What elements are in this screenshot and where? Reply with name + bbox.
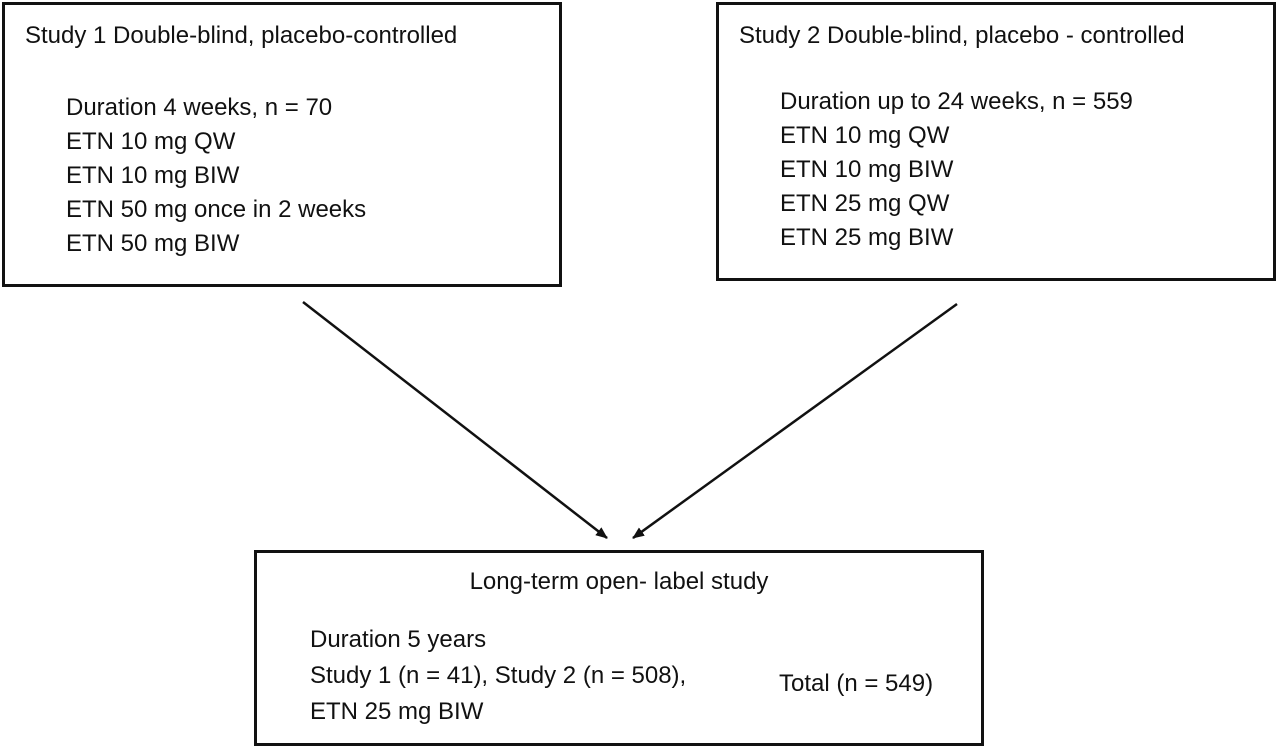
open-label-box: Long-term open- label study Duration 5 y… [254, 550, 984, 746]
study2-line: ETN 10 mg QW [780, 122, 950, 149]
study1-box: Study 1 Double-blind, placebo-controlled… [2, 2, 562, 287]
open-label-details: Duration 5 years Study 1 (n = 41), Study… [310, 622, 686, 730]
open-label-line: Study 1 (n = 41), Study 2 (n = 508), [310, 662, 687, 689]
arrow-study2-to-open-label [632, 302, 958, 540]
study2-box: Study 2 Double-blind, placebo - controll… [716, 2, 1276, 281]
study1-line: ETN 50 mg once in 2 weeks [66, 196, 367, 223]
study2-line: Duration up to 24 weeks, n = 559 [780, 88, 1133, 115]
study2-title: Study 2 Double-blind, placebo - controll… [739, 22, 1185, 49]
study1-line: ETN 10 mg QW [66, 128, 236, 155]
study2-line: ETN 25 mg QW [780, 190, 950, 217]
arrow-study1-to-open-label [302, 301, 608, 539]
study1-line: ETN 10 mg BIW [66, 162, 240, 189]
open-label-line: ETN 25 mg BIW [310, 698, 484, 725]
study2-details: Duration up to 24 weeks, n = 559 ETN 10 … [780, 85, 1133, 255]
study2-line: ETN 25 mg BIW [780, 224, 954, 251]
study1-line: Duration 4 weeks, n = 70 [66, 94, 333, 121]
study2-line: ETN 10 mg BIW [780, 156, 954, 183]
study1-title: Study 1 Double-blind, placebo-controlled [25, 22, 458, 49]
open-label-total: Total (n = 549) [779, 670, 934, 697]
study1-details: Duration 4 weeks, n = 70 ETN 10 mg QW ET… [66, 91, 366, 261]
open-label-line: Duration 5 years [310, 626, 487, 653]
open-label-title: Long-term open- label study [469, 568, 769, 595]
study1-line: ETN 50 mg BIW [66, 230, 240, 257]
